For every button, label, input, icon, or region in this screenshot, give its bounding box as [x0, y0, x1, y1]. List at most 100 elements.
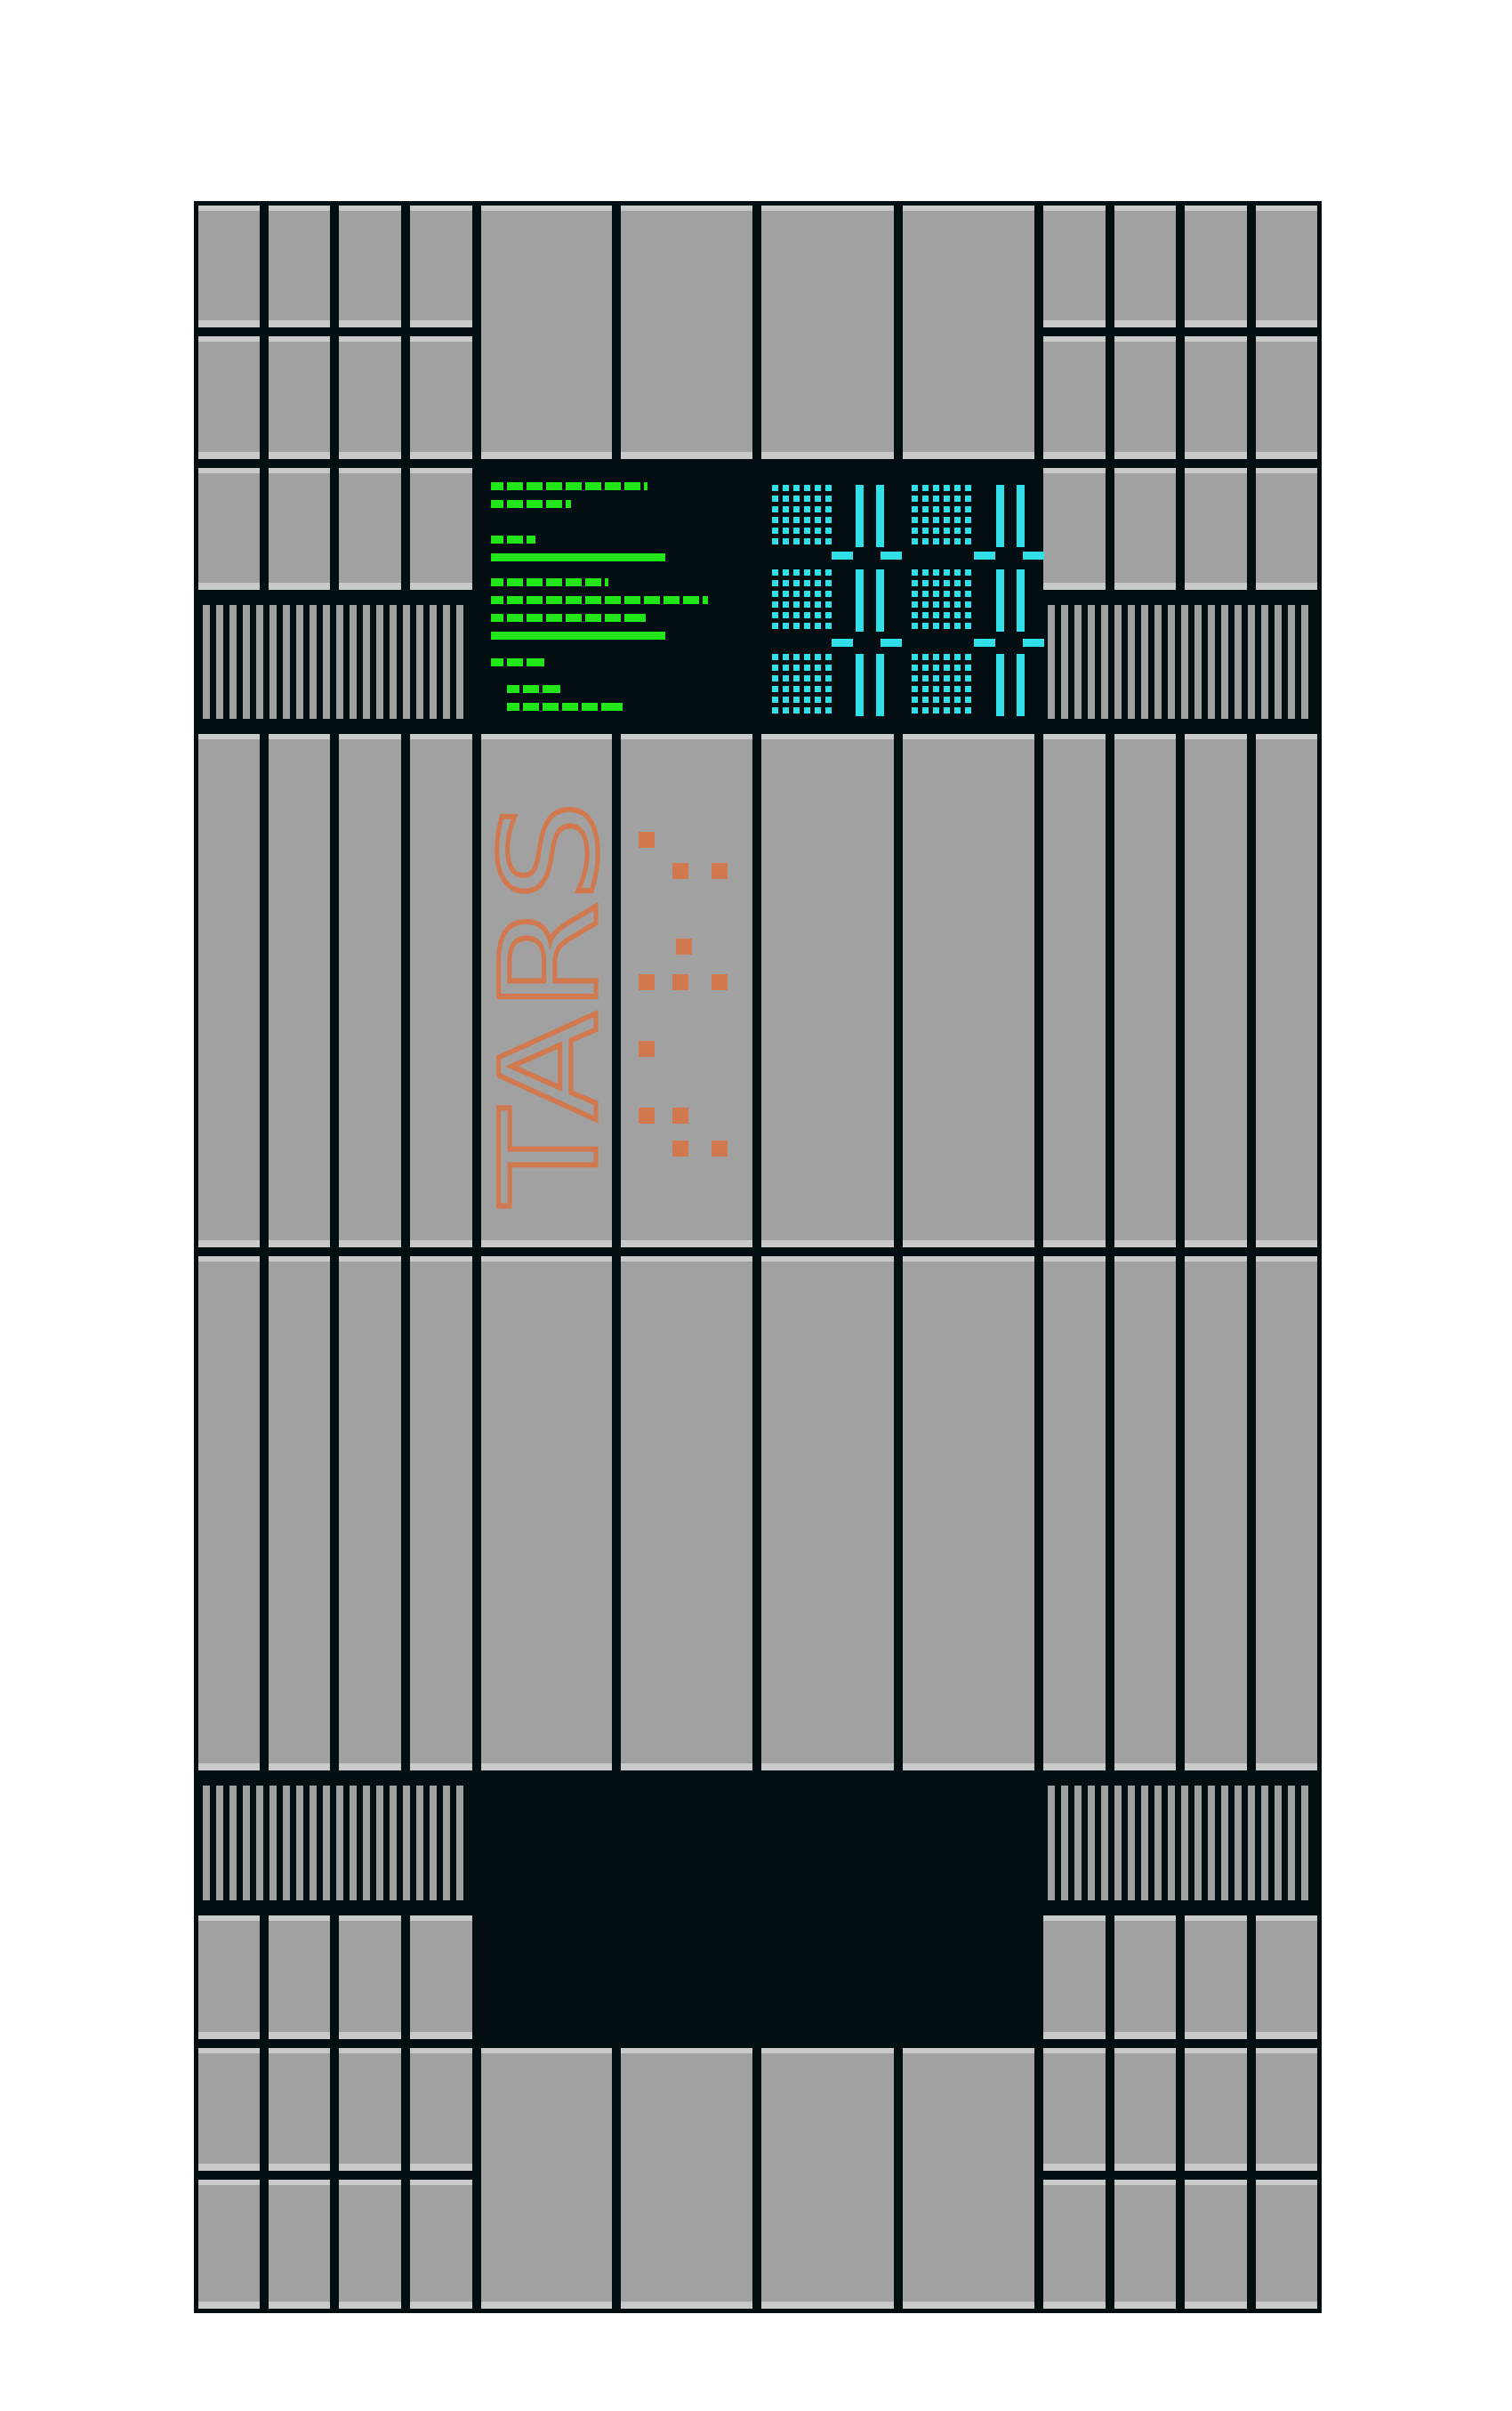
- readout-dot: [954, 686, 961, 692]
- panel-highlight: [339, 1915, 401, 1921]
- panel-highlight: [269, 734, 330, 739]
- code-line-gap: [519, 703, 523, 711]
- code-line-gap: [503, 596, 507, 604]
- readout-dot: [912, 506, 918, 512]
- readout-dot: [772, 496, 778, 502]
- readout-dot: [783, 623, 789, 629]
- panel-highlight: [198, 468, 260, 473]
- readout-dot: [912, 569, 918, 576]
- symbol-dot: [676, 939, 692, 955]
- readout-segment: [974, 639, 995, 647]
- panel-highlight: [1043, 1240, 1106, 1247]
- readout-dot: [804, 517, 810, 523]
- readout-dot: [965, 591, 971, 597]
- panel-highlight: [269, 2302, 330, 2309]
- vent-slat: [1248, 1786, 1255, 1900]
- vent-slat: [363, 605, 370, 719]
- body-panel: [1256, 468, 1317, 590]
- readout-dot: [954, 675, 961, 681]
- panel-highlight: [621, 1240, 752, 1247]
- body-panel: [198, 1915, 260, 2039]
- readout-dot: [825, 538, 832, 544]
- panel-highlight: [198, 336, 260, 342]
- readout-dot: [944, 675, 950, 681]
- screen-background: [757, 464, 1039, 730]
- readout-dot: [954, 623, 961, 629]
- vent-slat: [1301, 605, 1308, 719]
- readout-dot: [815, 591, 821, 597]
- panel-highlight: [339, 1763, 401, 1770]
- readout-dot: [912, 623, 918, 629]
- symbol-dot: [639, 974, 655, 990]
- vent-slat: [416, 605, 423, 719]
- panel-highlight: [339, 2048, 401, 2053]
- body-panel: [339, 1915, 401, 2039]
- readout-dot: [912, 686, 918, 692]
- vent-slat: [1221, 1786, 1228, 1900]
- panel-highlight: [198, 2032, 260, 2039]
- readout-dot: [804, 623, 810, 629]
- body-panel: [198, 206, 260, 327]
- readout-dot: [783, 538, 789, 544]
- readout-dot: [804, 538, 810, 544]
- readout-dot: [815, 496, 821, 502]
- readout-dot: [825, 569, 832, 576]
- readout-dot: [793, 707, 800, 714]
- vent-slat: [336, 1786, 343, 1900]
- readout-dot: [804, 591, 810, 597]
- panel-highlight: [481, 1240, 612, 1247]
- readout-dot: [815, 612, 821, 618]
- readout-dot: [793, 569, 800, 576]
- vent-slat: [1288, 1786, 1295, 1900]
- vent-slat: [430, 605, 437, 719]
- readout-segment: [876, 569, 884, 632]
- readout-dot: [793, 654, 800, 660]
- panel-highlight: [1185, 452, 1247, 459]
- symbol-dot: [639, 1108, 655, 1124]
- readout-dot: [815, 485, 821, 491]
- code-line-gap: [601, 578, 605, 586]
- code-line-gap: [621, 482, 624, 490]
- readout-dot: [772, 686, 778, 692]
- vent-slat: [456, 1786, 463, 1900]
- panel-highlight: [1114, 583, 1176, 590]
- body-panel: [1256, 2048, 1317, 2171]
- panel-highlight: [903, 2048, 1034, 2053]
- panel-highlight: [761, 206, 894, 211]
- panel-highlight: [1114, 452, 1176, 459]
- code-line: [491, 596, 708, 604]
- readout-dot: [793, 697, 800, 703]
- body-panel: [339, 2180, 401, 2309]
- readout-dot: [922, 569, 929, 576]
- code-line-gap: [621, 596, 624, 604]
- body-panel: [481, 1256, 612, 1770]
- readout-dot: [912, 665, 918, 671]
- readout-dot: [804, 707, 810, 714]
- body-panel: [1185, 468, 1247, 590]
- code-line-gap: [562, 578, 566, 586]
- body-panel: [621, 1256, 752, 1770]
- panel-highlight: [1185, 2032, 1247, 2039]
- body-panel: [1043, 1256, 1106, 1770]
- readout-segment: [996, 485, 1004, 547]
- panel-highlight: [1043, 1763, 1106, 1770]
- readout-dot: [825, 580, 832, 586]
- body-panel: [761, 2048, 894, 2309]
- panel-highlight: [1256, 2302, 1317, 2309]
- vent-slat: [256, 1786, 263, 1900]
- readout-dot: [944, 697, 950, 703]
- readout-dot: [825, 601, 832, 608]
- readout-dot: [772, 675, 778, 681]
- readout-dot: [815, 686, 821, 692]
- readout-dot: [965, 665, 971, 671]
- readout-dot: [954, 612, 961, 618]
- vent-slat: [416, 1786, 423, 1900]
- readout-dot: [922, 675, 929, 681]
- readout-dot: [944, 591, 950, 597]
- readout-dot: [965, 707, 971, 714]
- readout-segment: [876, 485, 884, 547]
- panel-highlight: [1043, 336, 1106, 342]
- vent-slat: [283, 1786, 290, 1900]
- vent-slat: [1101, 1786, 1108, 1900]
- panel-highlight: [1114, 2048, 1176, 2053]
